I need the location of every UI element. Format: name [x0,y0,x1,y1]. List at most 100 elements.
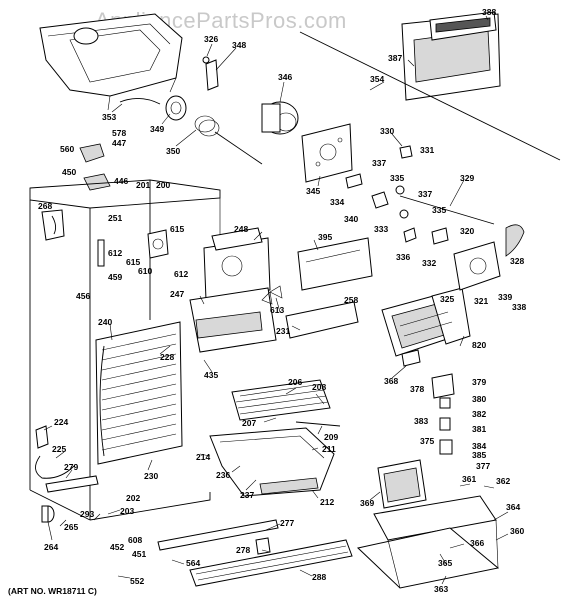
fan-blade-613[interactable] [261,285,283,305]
label-459[interactable]: 459 [108,272,122,282]
label-325[interactable]: 325 [440,294,454,304]
label-447[interactable]: 447 [112,138,126,148]
auger-gear[interactable] [165,95,187,121]
label-363[interactable]: 363 [434,584,448,594]
clip-560[interactable] [79,143,105,163]
label-206[interactable]: 206 [288,377,302,387]
evaporator-fan-housing[interactable] [189,227,277,353]
auger-motor[interactable] [261,101,299,135]
label-608[interactable]: 608 [128,535,142,545]
label-578[interactable]: 578 [112,128,126,138]
bracket-348[interactable] [205,59,219,91]
label-388[interactable]: 388 [482,7,496,17]
label-337a[interactable]: 337 [372,158,386,168]
label-251[interactable]: 251 [108,213,122,223]
label-203[interactable]: 203 [120,506,134,516]
label-612b[interactable]: 612 [174,269,188,279]
label-247[interactable]: 247 [170,289,184,299]
label-337b[interactable]: 337 [418,189,432,199]
dispenser-door-assembly[interactable] [401,11,501,101]
part-328[interactable] [505,224,525,257]
label-326[interactable]: 326 [204,34,218,44]
label-258[interactable]: 258 [344,295,358,305]
screw-326[interactable] [202,56,210,64]
label-240[interactable]: 240 [98,317,112,327]
label-435[interactable]: 435 [204,370,218,380]
label-446[interactable]: 446 [114,176,128,186]
label-387[interactable]: 387 [388,53,402,63]
label-613[interactable]: 613 [270,305,284,315]
label-365[interactable]: 365 [438,558,452,568]
label-615b[interactable]: 615 [126,257,140,267]
auger-spring[interactable] [194,115,263,165]
wire-shelf[interactable] [231,379,331,421]
label-456[interactable]: 456 [76,291,90,301]
duct-cover-258[interactable] [285,301,359,339]
label-336[interactable]: 336 [396,252,410,262]
label-331[interactable]: 331 [420,145,434,155]
label-350[interactable]: 350 [166,146,180,156]
label-211[interactable]: 211 [322,444,336,454]
label-265[interactable]: 265 [64,522,78,532]
label-207[interactable]: 207 [242,418,256,428]
label-335a[interactable]: 335 [390,173,404,183]
label-237[interactable]: 237 [240,490,254,500]
label-384[interactable]: 384 [472,441,486,451]
label-377[interactable]: 377 [476,461,490,471]
label-329[interactable]: 329 [460,173,474,183]
label-382[interactable]: 382 [472,409,486,419]
label-268[interactable]: 268 [38,201,52,211]
dispenser-plate[interactable] [356,495,500,589]
label-293[interactable]: 293 [80,509,94,519]
label-452[interactable]: 452 [110,542,124,552]
label-330[interactable]: 330 [380,126,394,136]
label-353[interactable]: 353 [102,112,116,122]
label-236[interactable]: 236 [216,470,230,480]
label-332[interactable]: 332 [422,258,436,268]
label-354[interactable]: 354 [370,74,384,84]
label-339[interactable]: 339 [498,292,512,302]
label-279[interactable]: 279 [64,462,78,472]
label-209[interactable]: 209 [324,432,338,442]
label-264[interactable]: 264 [44,542,58,552]
label-820[interactable]: 820 [472,340,486,350]
label-288[interactable]: 288 [312,572,326,582]
strip-459[interactable] [97,239,105,267]
label-328[interactable]: 328 [510,256,524,266]
drain-trough-279[interactable] [45,475,99,493]
label-361[interactable]: 361 [462,474,476,484]
label-349[interactable]: 349 [150,124,164,134]
evaporator-coil[interactable] [95,321,183,465]
control-thermostat[interactable] [147,229,169,259]
label-610[interactable]: 610 [138,266,152,276]
label-231[interactable]: 231 [276,326,290,336]
label-381[interactable]: 381 [472,424,486,434]
wire-harness-268[interactable] [41,209,65,241]
cover-395[interactable] [297,237,373,291]
label-380[interactable]: 380 [472,394,486,404]
label-335b[interactable]: 335 [432,205,446,215]
label-564[interactable]: 564 [186,558,200,568]
dispenser-control-box[interactable] [377,459,427,509]
label-228[interactable]: 228 [160,352,174,362]
label-615a[interactable]: 615 [170,224,184,234]
label-248[interactable]: 248 [234,224,248,234]
shelf-rail-209[interactable] [295,421,341,427]
label-552[interactable]: 552 [130,576,144,586]
label-320[interactable]: 320 [460,226,474,236]
label-383[interactable]: 383 [414,416,428,426]
label-362[interactable]: 362 [496,476,510,486]
heater-224[interactable] [35,425,49,449]
label-230[interactable]: 230 [144,471,158,481]
label-366[interactable]: 366 [470,538,484,548]
label-224[interactable]: 224 [54,417,68,427]
bracket-368[interactable] [401,349,421,367]
grille-288[interactable] [189,539,353,587]
label-225[interactable]: 225 [52,444,66,454]
roller-264[interactable] [41,505,55,523]
label-200[interactable]: 200 [156,180,170,190]
label-560[interactable]: 560 [60,144,74,154]
label-451[interactable]: 451 [132,549,146,559]
freezer-bin[interactable] [209,427,335,497]
label-348[interactable]: 348 [232,40,246,50]
